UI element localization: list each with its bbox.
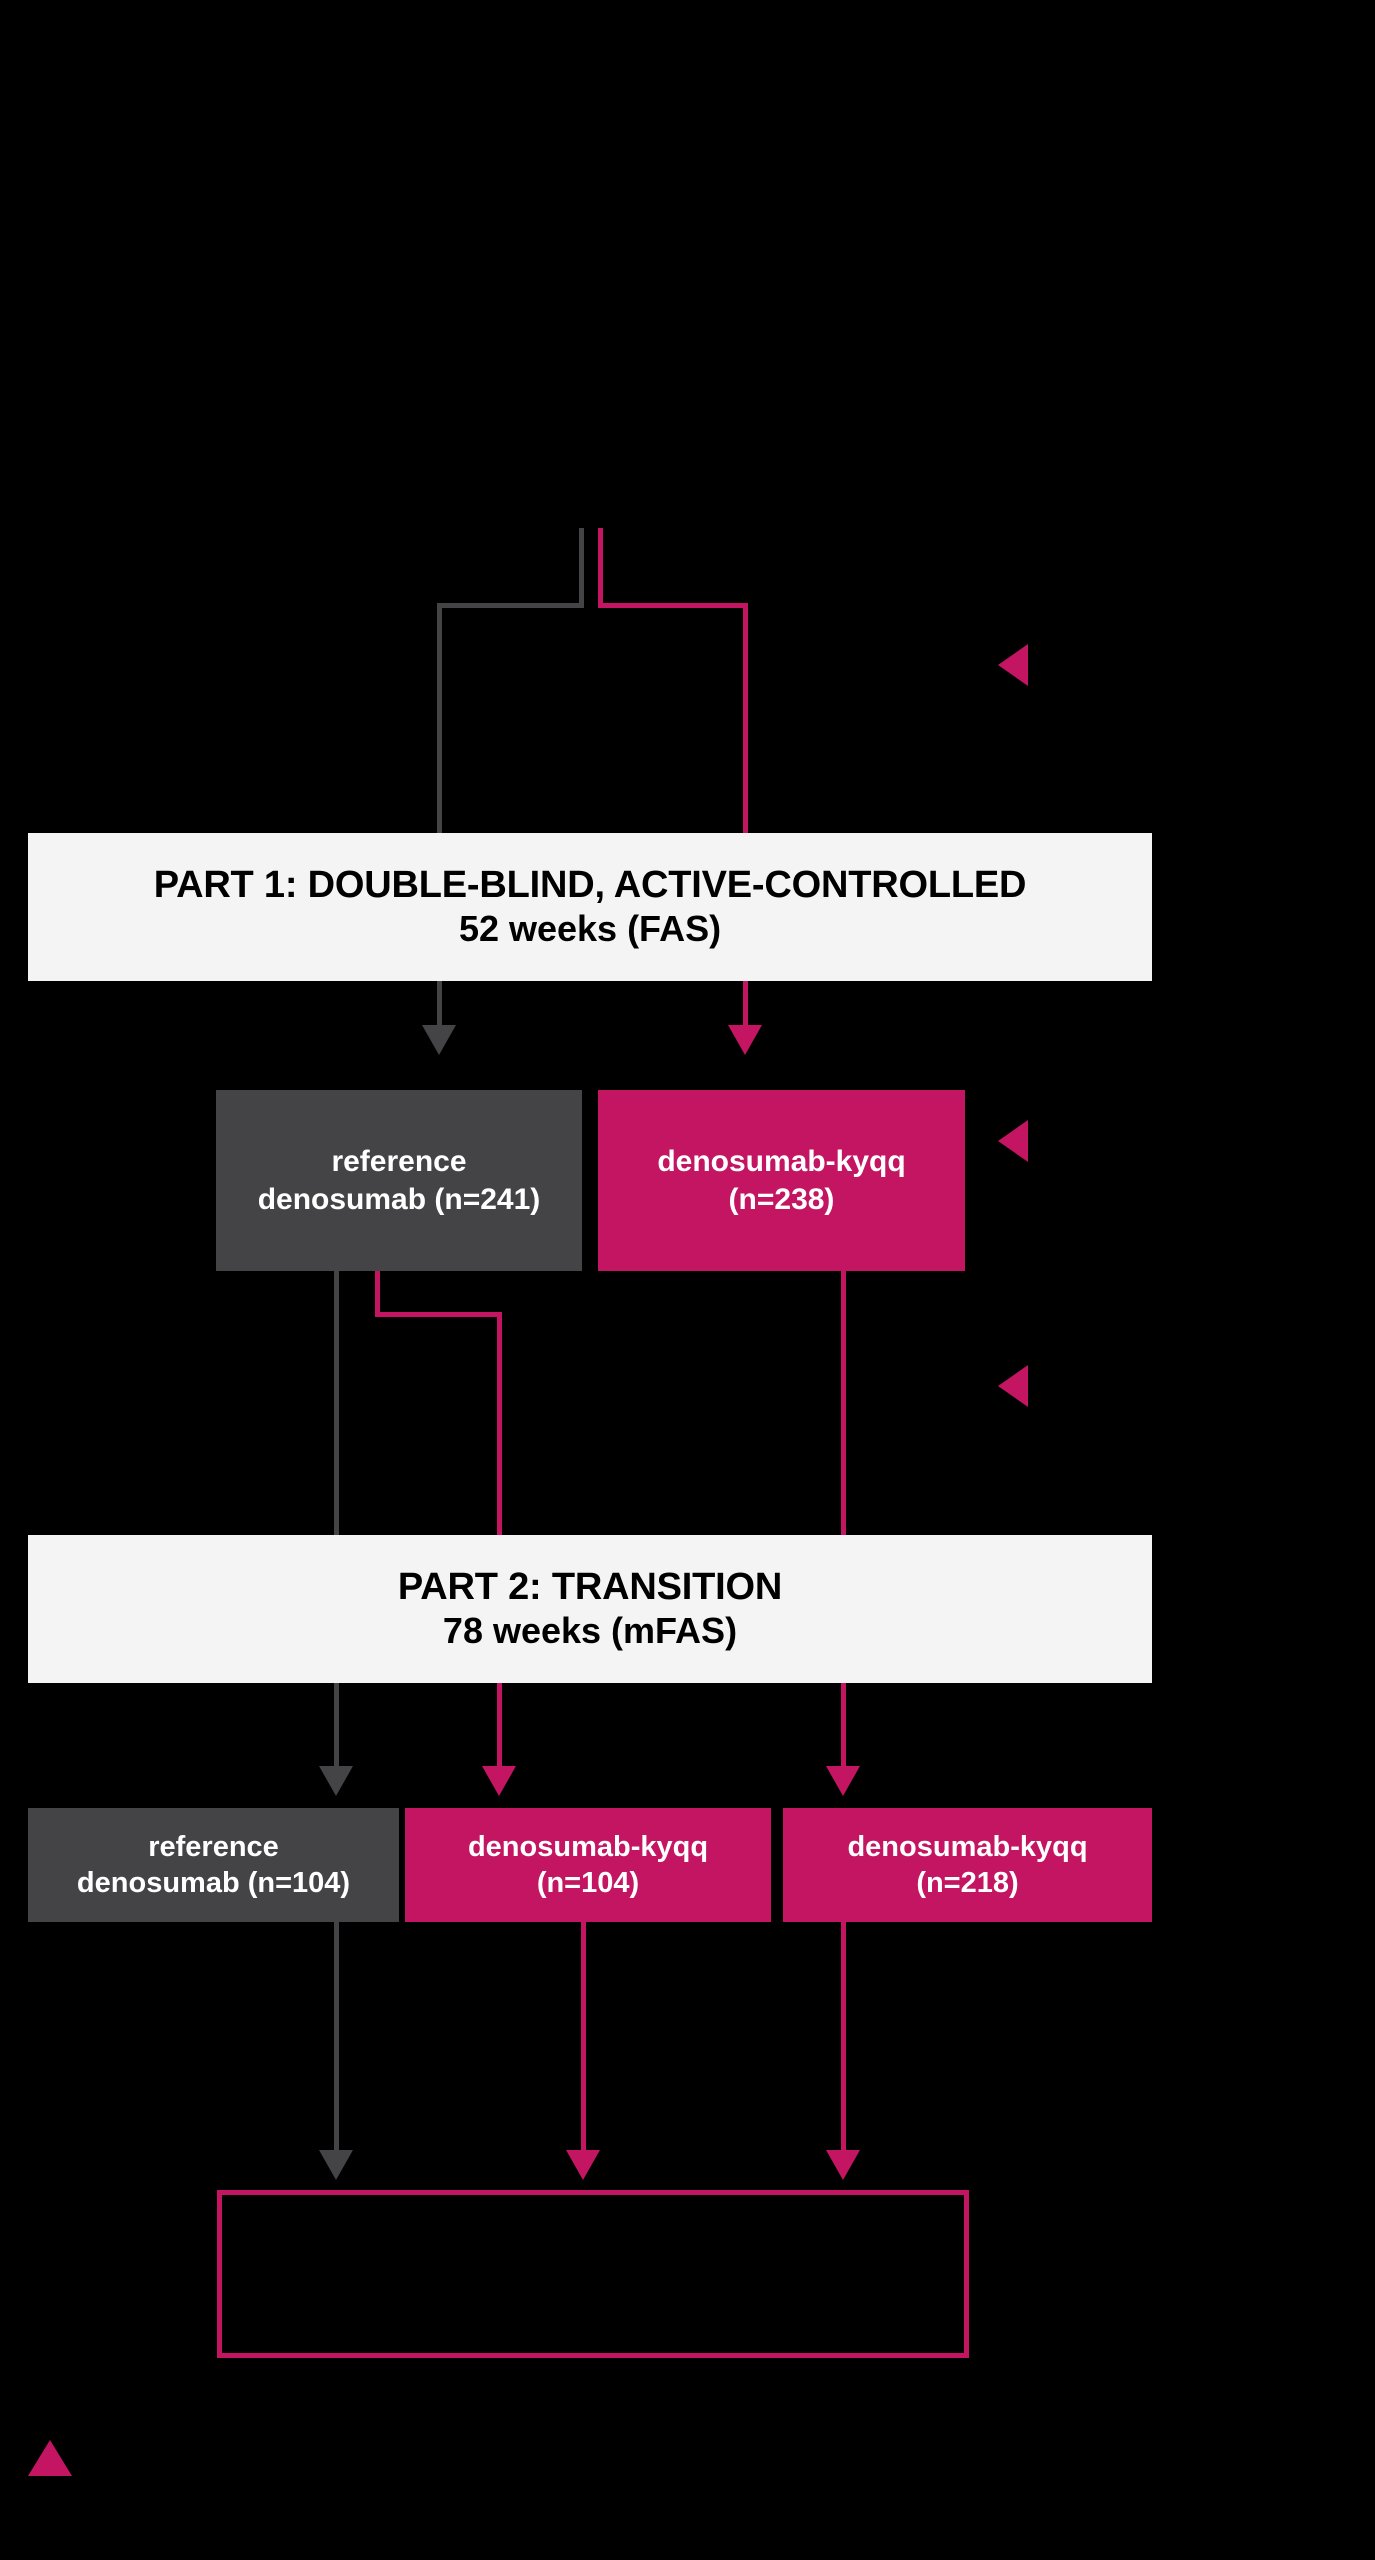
connector-arm1-to-part2 — [334, 1271, 339, 1535]
connector-part2-to-arm3 — [841, 1683, 846, 1771]
connector-randomisation-pink-horizontal — [598, 603, 748, 608]
connector-randomisation-gray-horizontal — [437, 603, 584, 608]
part2-arm-reference-denosumab: reference denosumab (n=104) — [28, 1808, 399, 1922]
connector-part2-to-arm2 — [497, 1683, 502, 1771]
connector-part2-to-arm3-arrowhead — [826, 1766, 860, 1796]
connector-part2arm2-to-bottom-arrowhead — [566, 2150, 600, 2180]
connector-part1-to-arm2-arrowhead — [728, 1025, 762, 1055]
connector-randomisation-pink-stub — [598, 528, 603, 608]
callout-marker-1-icon — [998, 644, 1028, 686]
part2-banner-title: PART 2: TRANSITION — [397, 1566, 783, 1609]
part1-banner-title: PART 1: DOUBLE-BLIND, ACTIVE-CONTROLLED — [153, 864, 1027, 907]
connector-randomisation-gray-down — [437, 603, 442, 848]
connector-part1-to-arm1 — [437, 981, 442, 1029]
footnote-marker-icon — [28, 2440, 72, 2476]
part2-banner-duration: 78 weeks (mFAS) — [442, 1610, 738, 1652]
part2-arm-denosumab-kyqq-continuous-label: denosumab-kyqq (n=218) — [847, 1830, 1088, 1899]
bottom-outlined-box — [217, 2190, 969, 2358]
part1-arm-reference-denosumab-label: reference denosumab (n=241) — [257, 1145, 541, 1216]
part2-arm-denosumab-kyqq-switch-label: denosumab-kyqq (n=104) — [467, 1830, 709, 1899]
part2-arm-reference-denosumab-label: reference denosumab (n=104) — [76, 1830, 351, 1899]
connector-part2arm2-to-bottom — [581, 1922, 586, 2154]
connector-part1-to-arm1-arrowhead — [422, 1025, 456, 1055]
connector-part2arm3-to-bottom-arrowhead — [826, 2150, 860, 2180]
connector-switch-branch-stub — [375, 1271, 380, 1317]
connector-part2arm1-to-bottom — [334, 1922, 339, 2154]
connector-arm2-to-part2 — [841, 1271, 846, 1535]
connector-randomisation-gray-stub — [579, 528, 584, 608]
connector-part2arm1-to-bottom-arrowhead — [319, 2150, 353, 2180]
connector-randomisation-pink-down — [743, 603, 748, 848]
part1-arm-reference-denosumab: reference denosumab (n=241) — [216, 1090, 582, 1271]
part1-banner-duration: 52 weeks (FAS) — [458, 908, 722, 950]
connector-switch-branch-horizontal — [375, 1312, 502, 1317]
part2-arm-denosumab-kyqq-switch: denosumab-kyqq (n=104) — [405, 1808, 771, 1922]
part2-arm-denosumab-kyqq-continuous: denosumab-kyqq (n=218) — [783, 1808, 1152, 1922]
callout-marker-2-icon — [998, 1120, 1028, 1162]
connector-part2-to-arm2-arrowhead — [482, 1766, 516, 1796]
connector-part2-to-arm1 — [334, 1683, 339, 1771]
connector-switch-branch-down — [497, 1312, 502, 1535]
connector-part1-to-arm2 — [743, 981, 748, 1029]
part1-arm-denosumab-kyqq: denosumab-kyqq (n=238) — [598, 1090, 965, 1271]
callout-marker-3-icon — [998, 1365, 1028, 1407]
part1-arm-denosumab-kyqq-label: denosumab-kyqq (n=238) — [657, 1145, 906, 1216]
part1-banner: PART 1: DOUBLE-BLIND, ACTIVE-CONTROLLED … — [28, 833, 1152, 981]
connector-part2-to-arm1-arrowhead — [319, 1766, 353, 1796]
part2-banner: PART 2: TRANSITION 78 weeks (mFAS) — [28, 1535, 1152, 1683]
connector-part2arm3-to-bottom — [841, 1922, 846, 2154]
